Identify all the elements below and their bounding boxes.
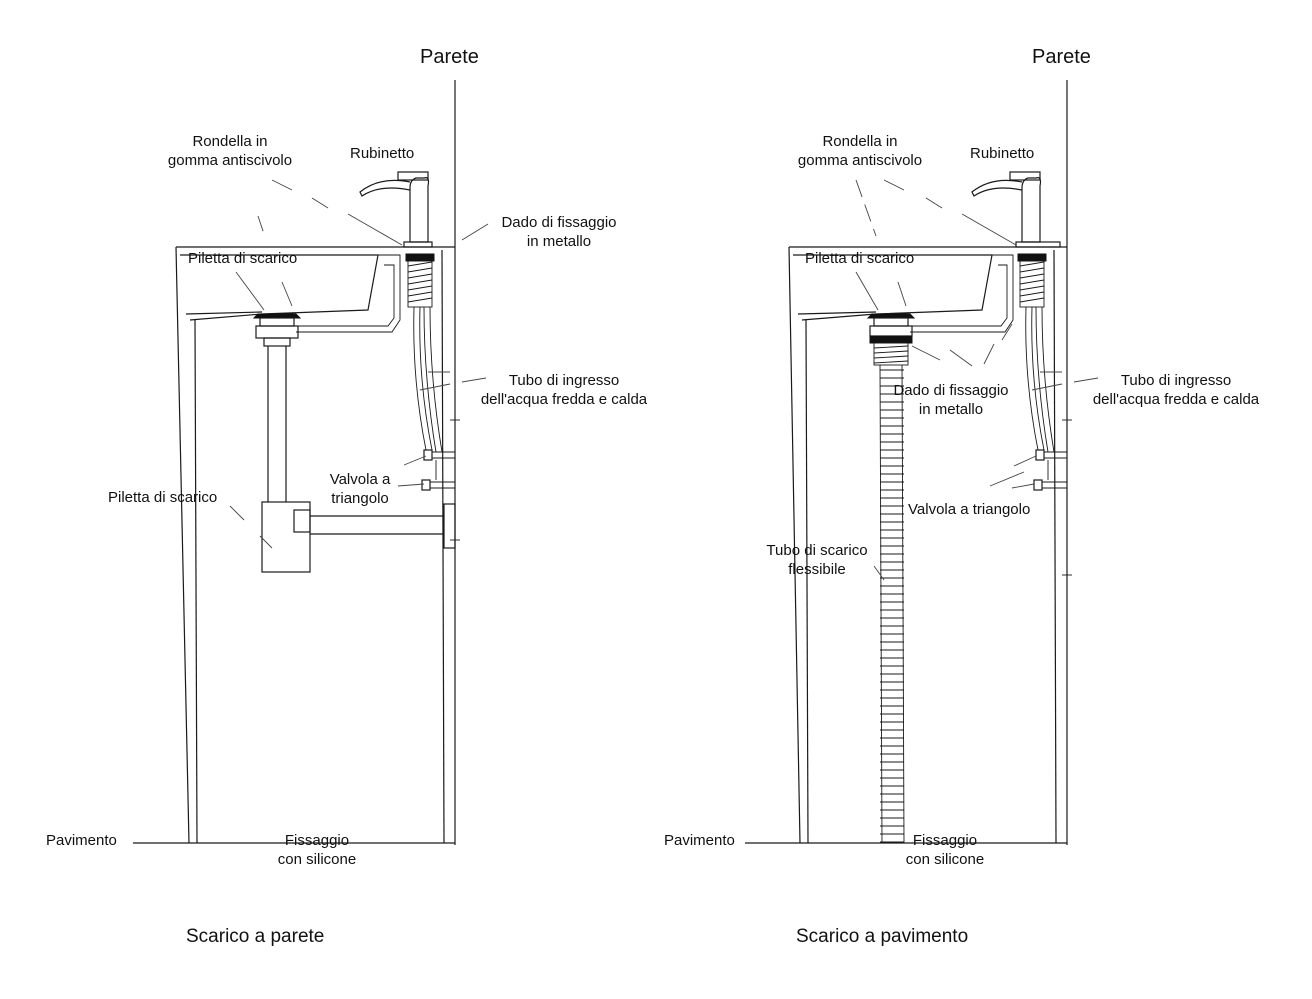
right-drain-body	[873, 317, 909, 327]
right-hose-left	[879, 364, 883, 844]
left-drain-trap-label: Piletta di scarico	[108, 489, 218, 506]
left-wall-flange	[443, 503, 456, 549]
left-trap-joint	[293, 509, 311, 533]
left-hose-2a	[423, 306, 437, 453]
left-pedestal-inner-right	[441, 249, 445, 844]
left-valve-1	[423, 449, 433, 461]
right-drain-thread-lines	[873, 345, 909, 364]
right-faucet-spout	[971, 179, 1023, 197]
right-shank-threads	[1019, 261, 1045, 303]
right-drain-flange	[869, 325, 913, 337]
right-pedestal-outer-left	[788, 246, 801, 844]
right-faucet-handle	[1009, 171, 1041, 181]
left-trap	[261, 501, 311, 573]
left-washer-label: Rondella in gomma antiscivolo	[167, 133, 293, 169]
left-silicone-label: Fissaggio con silicone	[277, 832, 357, 868]
right-overflow-outer	[910, 254, 1014, 333]
right-caption: Scarico a pavimento	[796, 926, 969, 947]
right-drawing	[745, 80, 1099, 845]
left-faucet-spout	[359, 179, 411, 197]
left-faucet-handle	[397, 171, 429, 181]
left-overflow-inner	[296, 264, 395, 327]
right-valve-1	[1035, 449, 1045, 461]
left-hose-1b	[419, 306, 433, 451]
right-silicone-label: Fissaggio con silicone	[905, 832, 985, 868]
right-faucet-washer	[1015, 241, 1061, 248]
right-faucet-body	[1021, 177, 1042, 243]
left-overflow-outer	[296, 254, 401, 333]
right-hose-2a	[1035, 306, 1049, 453]
left-basin-floor	[185, 311, 263, 315]
left-drain-cap	[252, 313, 302, 319]
left-faucet-body	[409, 177, 430, 243]
right-faucet-label: Rubinetto	[970, 145, 1035, 162]
left-pedestal-outer-left	[175, 246, 190, 844]
left-wall-label: Parete	[420, 46, 479, 68]
right-basin-bowl	[793, 254, 993, 321]
right-inlet-label: Tubo di ingresso dell'acqua fredda e cal…	[1092, 372, 1260, 408]
left-inlet-label: Tubo di ingresso dell'acqua fredda e cal…	[480, 372, 648, 408]
left-shank-threads	[407, 261, 433, 303]
right-hose-right	[901, 364, 905, 844]
right-floor-label: Pavimento	[664, 832, 735, 849]
left-basin-bowl	[180, 254, 379, 321]
left-hose-2b	[429, 306, 443, 453]
left-caption: Scarico a parete	[186, 926, 325, 947]
right-nut-label: Dado di fissaggio in metallo	[893, 382, 1009, 418]
left-drain-top-label: Piletta di scarico	[188, 250, 298, 267]
left-drain-neck	[263, 337, 291, 347]
left-valve-label: Valvola a triangolo	[329, 471, 391, 507]
left-hose-1a	[413, 306, 427, 451]
right-hose-1b	[1031, 306, 1045, 451]
right-pedestal-inner-right	[1053, 249, 1057, 844]
right-overflow-inner	[910, 264, 1008, 327]
left-drawing	[133, 80, 489, 845]
right-pedestal-inner-left	[805, 319, 809, 844]
right-valve-label: Valvola a triangolo	[908, 501, 1031, 518]
left-nut-label: Dado di fissaggio in metallo	[501, 214, 617, 250]
left-drain-nut	[255, 325, 299, 339]
right-drain-thread	[873, 342, 909, 366]
left-faucet-washer	[403, 241, 433, 248]
right-basin-floor	[797, 311, 877, 315]
left-leaders	[229, 179, 489, 549]
left-pedestal-inner-left	[194, 319, 198, 844]
left-valve-2	[421, 479, 431, 491]
left-faucet-nut	[405, 253, 435, 262]
right-valve-2	[1033, 479, 1043, 491]
right-drain-top-label: Piletta di scarico	[805, 250, 915, 267]
right-leaders	[855, 179, 1099, 581]
left-faucet-label: Rubinetto	[350, 145, 415, 162]
left-drain-body	[259, 317, 295, 327]
left-floor-label: Pavimento	[46, 832, 117, 849]
right-faucet-nut	[1017, 253, 1047, 262]
right-wall-label: Parete	[1032, 46, 1091, 68]
right-hose-ribs	[880, 369, 904, 843]
right-hose-label: Tubo di scarico flessibile	[766, 542, 868, 578]
right-hose-2b	[1041, 306, 1055, 453]
right-hose-1a	[1025, 306, 1039, 451]
right-drain-nut	[869, 335, 913, 344]
right-drain-cap	[866, 313, 916, 319]
right-washer-label: Rondella in gomma antiscivolo	[797, 133, 923, 169]
